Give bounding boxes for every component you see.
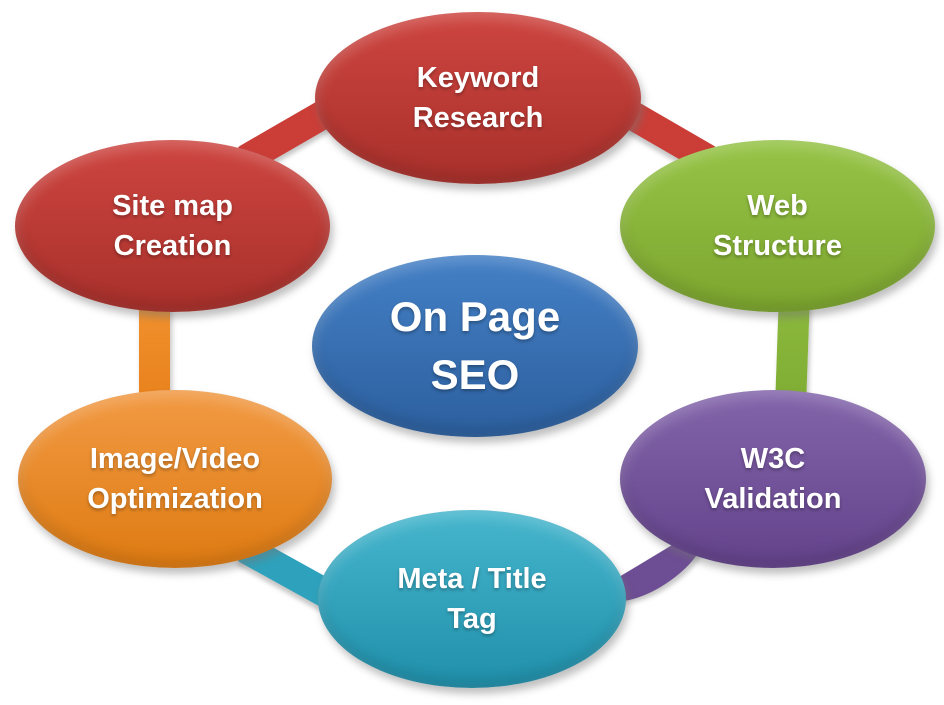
node-label-line: Keyword [416, 61, 540, 94]
node-label-line: Optimization [87, 483, 263, 515]
node-site-map-creation-label: Site map Creation [112, 186, 233, 266]
node-label-line: Meta / Title [397, 562, 547, 595]
connector-image-to-sitemap [139, 295, 170, 405]
node-web-structure-label: Web Structure [713, 186, 842, 266]
node-label-line: Web [747, 189, 808, 222]
node-label-line: W3C [740, 442, 806, 475]
node-meta-title-tag-label: Meta / Title Tag [397, 559, 546, 639]
node-on-page-seo-label: On Page SEO [390, 288, 560, 404]
node-on-page-seo: On Page SEO [312, 255, 638, 437]
node-label-line: Validation [704, 483, 842, 515]
node-keyword-research-label: Keyword Research [413, 58, 544, 138]
center-label-line: On Page [389, 293, 561, 341]
node-label-line: Structure [713, 230, 842, 262]
node-image-video-optimization: Image/Video Optimization [18, 390, 332, 568]
node-label-line: Creation [113, 230, 232, 262]
node-meta-title-tag: Meta / Title Tag [318, 510, 626, 688]
node-label-line: Site map [112, 189, 233, 222]
node-w3c-validation: W3C Validation [620, 390, 926, 568]
node-site-map-creation: Site map Creation [15, 140, 330, 312]
node-label-line: Research [412, 102, 544, 134]
node-image-video-optimization-label: Image/Video Optimization [87, 439, 263, 519]
node-web-structure: Web Structure [620, 140, 935, 312]
center-label-line: SEO [430, 351, 520, 398]
node-w3c-validation-label: W3C Validation [705, 439, 842, 519]
node-label-line: Tag [447, 603, 497, 635]
node-label-line: Image/Video [89, 442, 261, 475]
node-keyword-research: Keyword Research [315, 12, 641, 184]
